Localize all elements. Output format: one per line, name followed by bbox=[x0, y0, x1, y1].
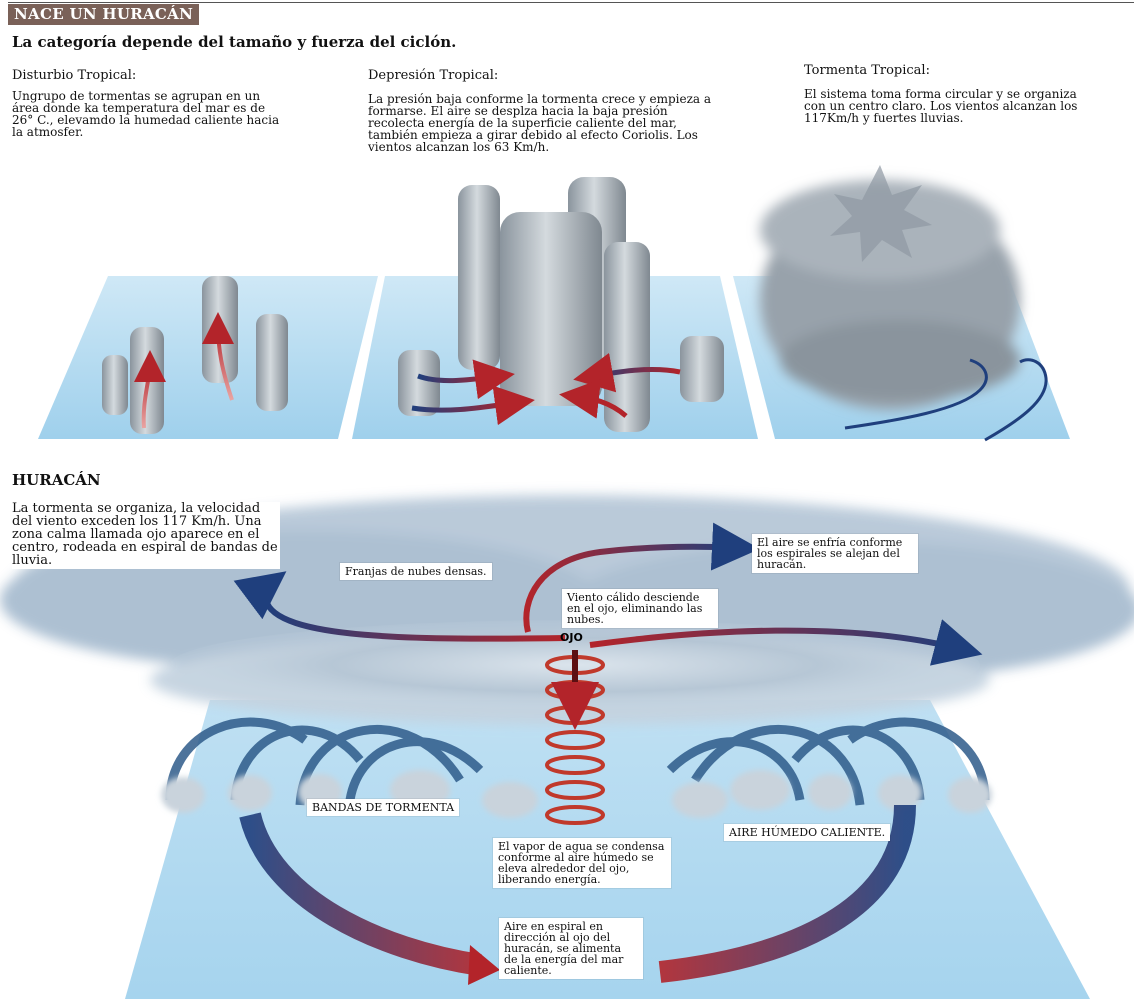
cloud-column bbox=[398, 350, 440, 416]
updraft-arrow bbox=[133, 350, 166, 429]
stage-1-title: Disturbio Tropical: bbox=[12, 68, 137, 83]
cloud-column bbox=[102, 355, 128, 415]
cloud-column bbox=[458, 185, 500, 370]
inflow-arrow bbox=[559, 378, 628, 419]
outflow-arrow-right bbox=[589, 619, 983, 666]
outflow-arrow-left bbox=[233, 571, 566, 642]
storm-bands-left bbox=[165, 717, 484, 806]
stage-disturbance-scene bbox=[38, 276, 378, 439]
storm-bands-right bbox=[666, 717, 990, 806]
cloud-column bbox=[680, 336, 724, 402]
label-vapor: El vapor de agua se condensa conforme al… bbox=[493, 838, 671, 888]
stage-3-title: Tormenta Tropical: bbox=[804, 63, 930, 78]
stage-depression-scene bbox=[352, 177, 758, 439]
storm-spiral-arrow bbox=[984, 358, 1048, 442]
inflow-arrow bbox=[417, 359, 515, 400]
cloud-column bbox=[256, 314, 288, 411]
top-rule bbox=[8, 2, 1134, 3]
storm-top-icon bbox=[830, 165, 932, 262]
updraft-arrow bbox=[202, 312, 235, 401]
label-warm-humid-air: AIRE HÚMEDO CALIENTE. bbox=[724, 824, 891, 841]
storm-spiral-arrow bbox=[844, 358, 988, 430]
label-spiral-air: Aire en espiral en dirección al ojo del … bbox=[499, 918, 643, 979]
inflow-sweep-left bbox=[239, 812, 482, 976]
label-storm-bands: BANDAS DE TORMENTA bbox=[307, 799, 460, 816]
outflow-arrow-top bbox=[523, 522, 760, 633]
hurricane-title: HURACÁN bbox=[12, 471, 101, 489]
inflow-sweep-left-head bbox=[468, 945, 500, 985]
header-tag: NACE UN HURACÁN bbox=[8, 4, 200, 25]
stage-storm-scene bbox=[733, 165, 1070, 442]
inflow-sweep-right bbox=[658, 804, 916, 983]
label-warm-wind: Viento cálido desciende en el ojo, elimi… bbox=[562, 589, 718, 628]
label-eye: OJO bbox=[560, 631, 583, 644]
stage-3-text: El sistema toma forma circular y se orga… bbox=[804, 88, 1102, 124]
stage-1-text: Ungrupo de tormentas se agrupan en un ár… bbox=[12, 90, 284, 138]
hurricane-description: La tormenta se organiza, la velocidad de… bbox=[12, 502, 280, 569]
cloud-column bbox=[500, 212, 602, 406]
label-dense-clouds: Franjas de nubes densas. bbox=[340, 563, 492, 580]
inflow-arrow bbox=[411, 385, 535, 426]
page-subtitle: La categoría depende del tamaño y fuerza… bbox=[12, 33, 457, 51]
stage-2-title: Depresión Tropical: bbox=[368, 68, 499, 83]
label-air-cools: El aire se enfría conforme los espirales… bbox=[752, 534, 918, 573]
stage-2-text: La presión baja conforme la tormenta cre… bbox=[368, 93, 716, 153]
inflow-arrow bbox=[573, 352, 681, 393]
